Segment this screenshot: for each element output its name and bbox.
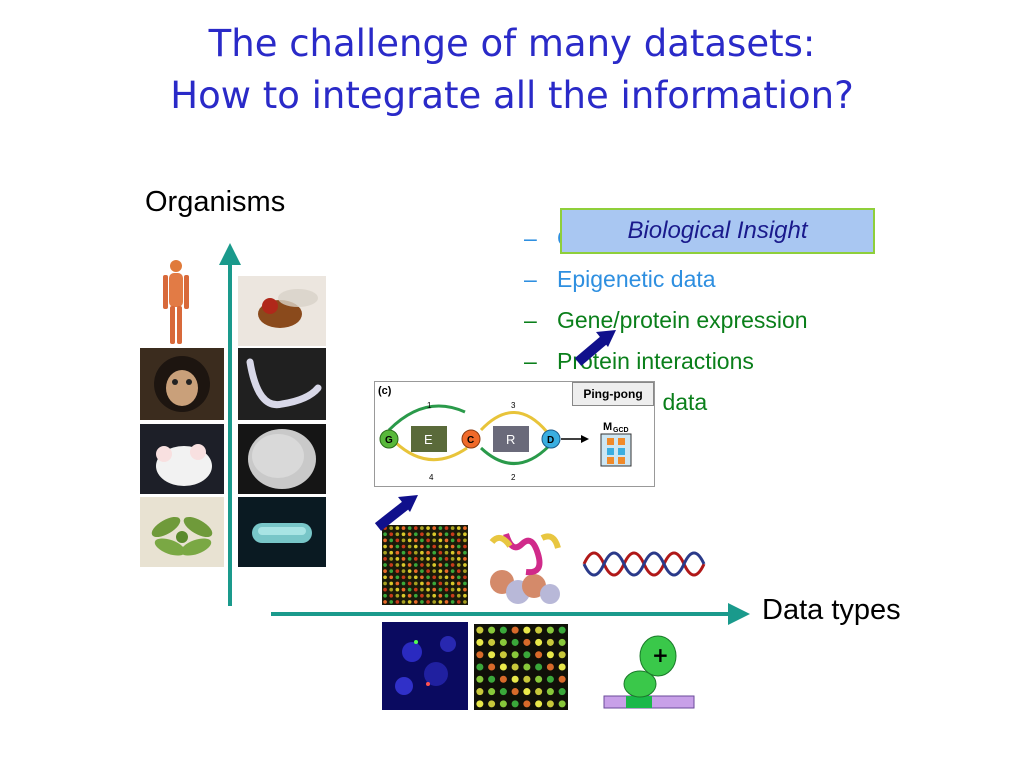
method-label: Ping-pong bbox=[572, 382, 654, 406]
node-d: D bbox=[547, 435, 554, 446]
list-item: –Protein interactions bbox=[524, 348, 754, 374]
chimpanzee-image bbox=[140, 348, 224, 420]
list-item: –Gene/protein expression bbox=[524, 307, 808, 333]
node-c: C bbox=[467, 435, 474, 446]
y-axis-arrowhead bbox=[219, 243, 241, 265]
title-line-1: The challenge of many datasets: bbox=[208, 22, 816, 65]
protein-dna-structure-image bbox=[472, 514, 576, 606]
fruit-fly-image bbox=[238, 276, 326, 346]
biological-insight-box: Biological Insight bbox=[560, 208, 875, 254]
x-axis-arrowhead bbox=[728, 603, 750, 625]
protein-binding-image: + bbox=[600, 630, 696, 712]
microarray-dots bbox=[383, 526, 467, 604]
integration-diagram: (c) Ping-pong G E C R D 1 3 4 2 M GCD bbox=[374, 381, 655, 487]
matrix-label: M bbox=[603, 421, 612, 433]
panel-label: (c) bbox=[378, 385, 392, 397]
matrix-subscript: GCD bbox=[613, 427, 629, 434]
edge-label-2: 2 bbox=[511, 473, 516, 482]
bacterium-image bbox=[238, 497, 326, 567]
dna-helix-image bbox=[582, 540, 712, 588]
edge-label-1: 1 bbox=[427, 401, 432, 410]
microarray-image bbox=[382, 525, 468, 605]
mouse-image bbox=[140, 424, 224, 494]
x-axis-label: Data types bbox=[762, 594, 901, 626]
title-line-2: How to integrate all the information? bbox=[170, 74, 854, 117]
edge-label-4: 4 bbox=[429, 473, 434, 482]
yeast-cell-image bbox=[238, 424, 326, 494]
node-g: G bbox=[385, 435, 393, 446]
worm-image bbox=[238, 348, 326, 420]
svg-text:+: + bbox=[652, 643, 669, 667]
node-e: E bbox=[424, 432, 433, 447]
human-body-image bbox=[158, 258, 194, 346]
edge-label-3: 3 bbox=[511, 401, 516, 410]
chromosome-image bbox=[382, 622, 468, 710]
arabidopsis-plant-image bbox=[140, 497, 224, 567]
protein-array-image bbox=[474, 624, 568, 710]
list-item: –Epigenetic data bbox=[524, 266, 716, 292]
node-r: R bbox=[506, 432, 515, 447]
y-axis-label: Organisms bbox=[145, 186, 286, 218]
slide-title: The challenge of many datasets: How to i… bbox=[0, 18, 1024, 122]
